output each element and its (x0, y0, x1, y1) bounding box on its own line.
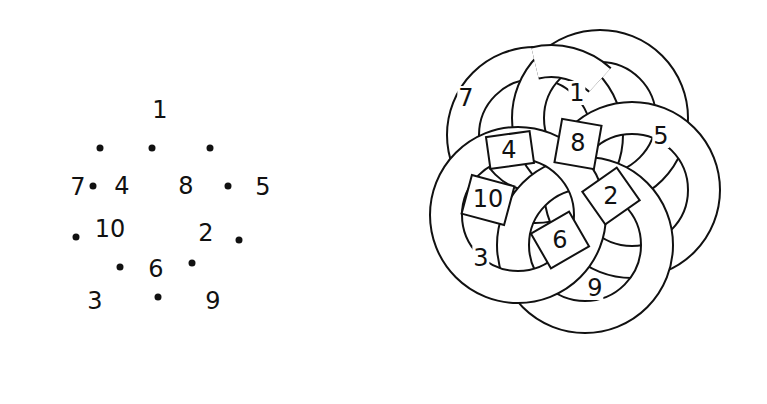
callout-number: 6 (551, 228, 568, 252)
callout-number: 2 (198, 221, 213, 245)
callout-number: 4 (114, 174, 129, 198)
callout-number: 10 (95, 217, 126, 241)
callout-number: 3 (87, 289, 102, 313)
grid-dots (73, 145, 243, 301)
callout-number: 2 (602, 184, 619, 208)
callout-number: 1 (152, 98, 167, 122)
callout-number: 7 (70, 175, 85, 199)
callout-number: 6 (148, 257, 163, 281)
callout-number: 5 (255, 175, 270, 199)
callout-number: 8 (569, 131, 586, 155)
knot-loops (446, 46, 704, 317)
callout-number: 7 (457, 86, 474, 110)
callout-number: 3 (472, 246, 489, 270)
callout-number: 5 (652, 124, 669, 148)
callout-number: 4 (500, 138, 517, 162)
callout-number: 9 (205, 289, 220, 313)
callout-number: 1 (568, 81, 585, 105)
callout-number: 10 (472, 187, 505, 211)
callout-number: 9 (586, 276, 603, 300)
callout-number: 8 (178, 174, 193, 198)
